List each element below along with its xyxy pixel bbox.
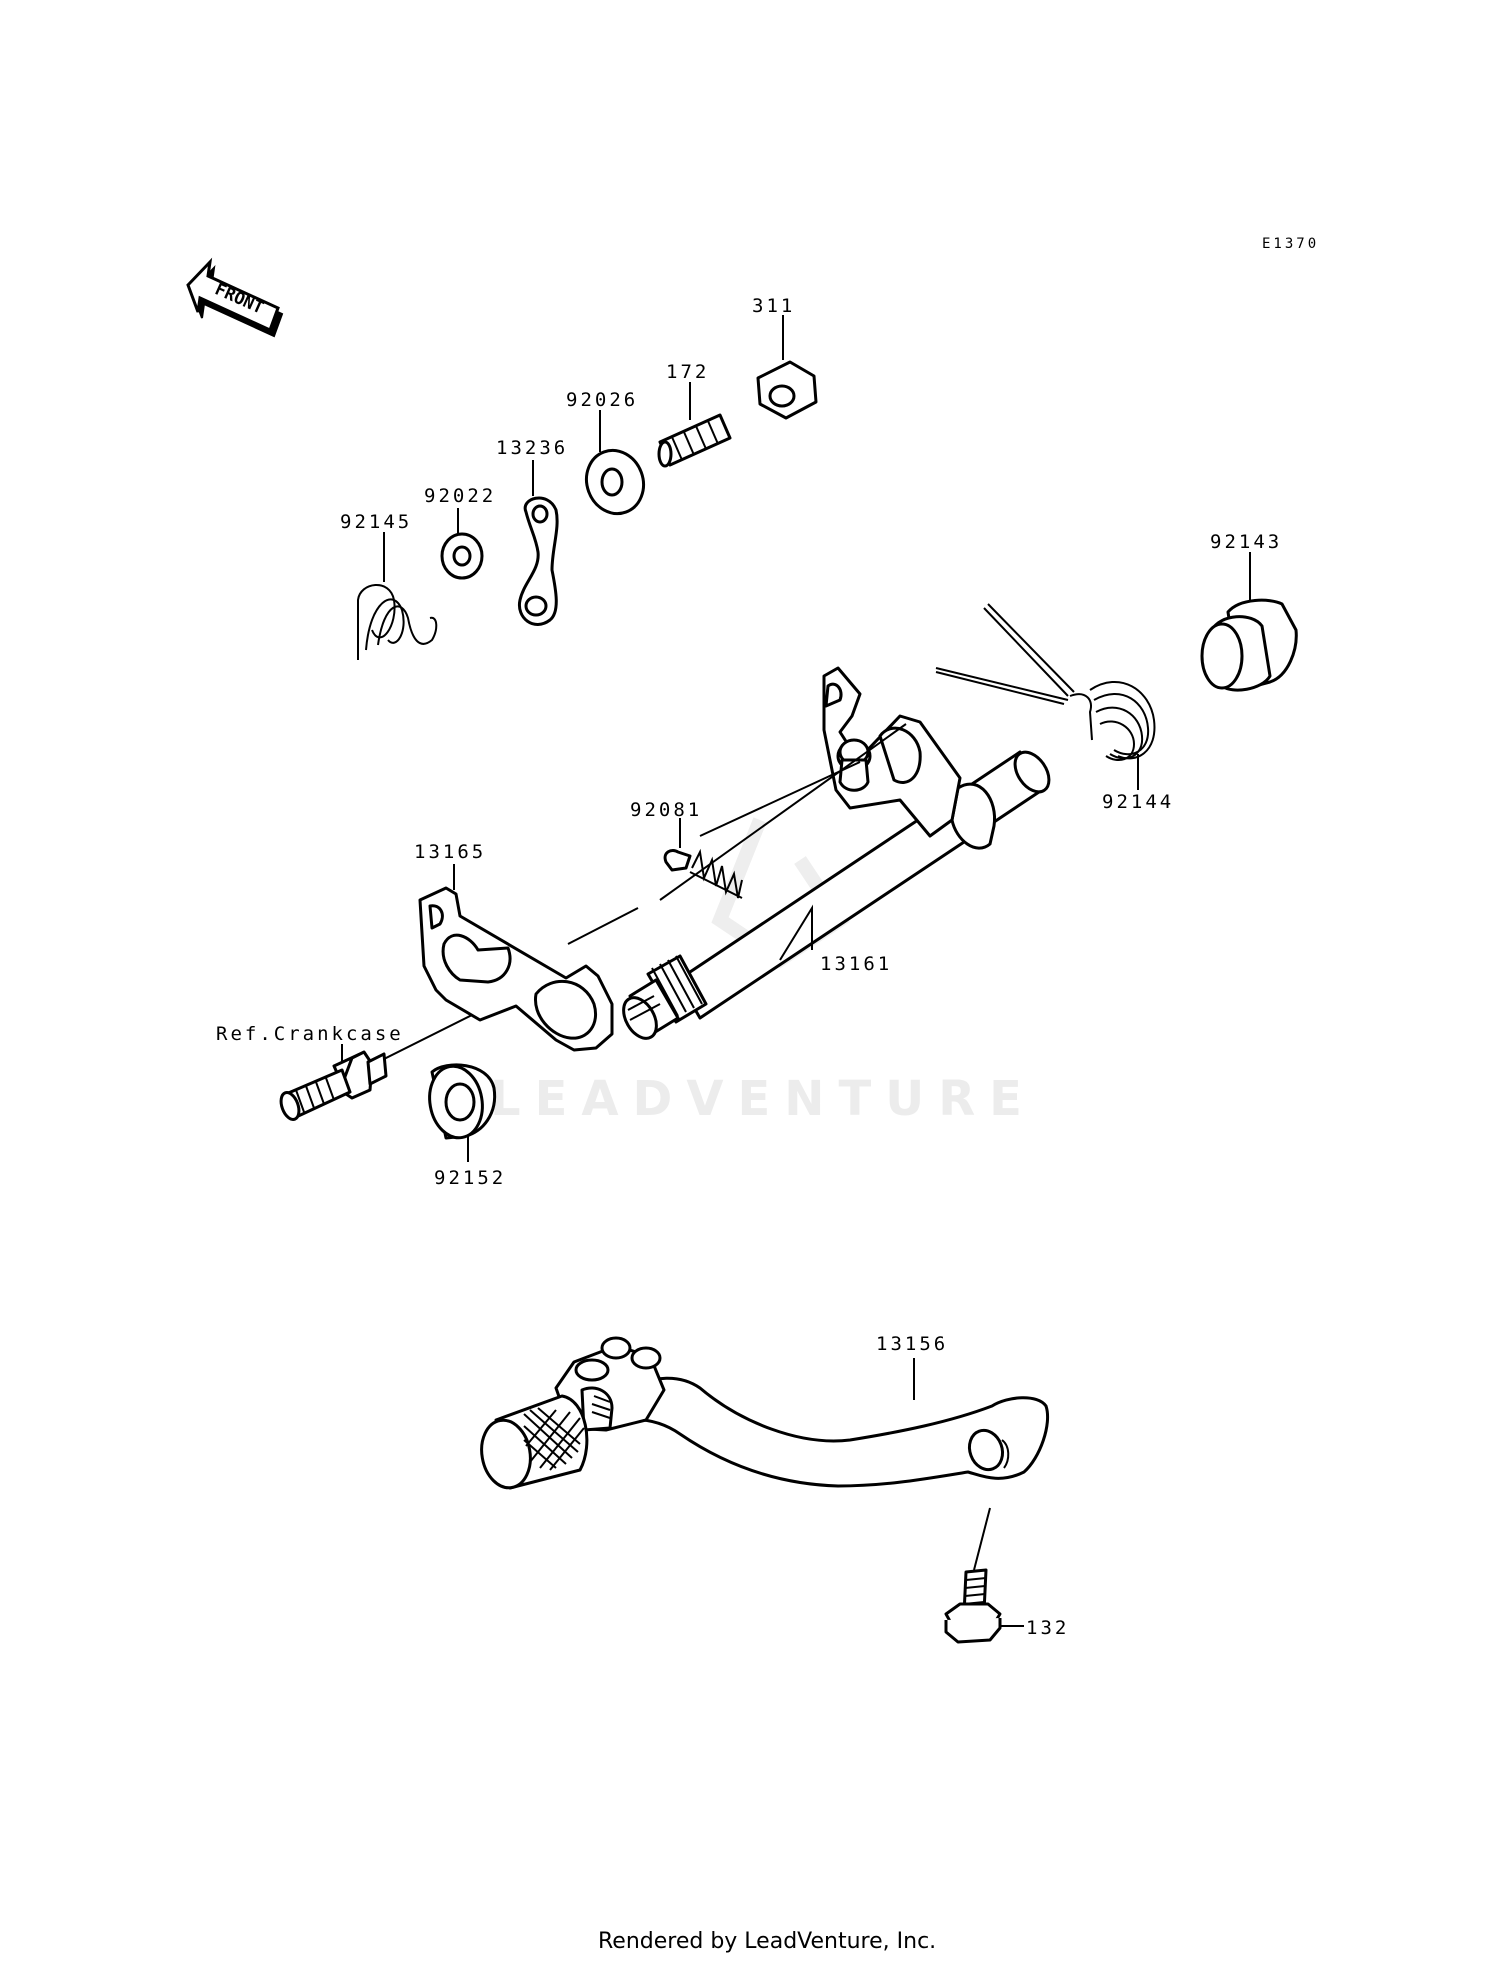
drawing-code: E1370: [1262, 236, 1319, 252]
label-92152: 92152: [434, 1167, 506, 1189]
label-13165: 13165: [414, 841, 486, 863]
part-92152-seal[interactable]: 92152: [424, 1062, 506, 1189]
part-132-bolt[interactable]: 132: [944, 1568, 1069, 1644]
label-92143: 92143: [1210, 531, 1282, 553]
label-92145: 92145: [340, 511, 412, 533]
label-132: 132: [1026, 1617, 1069, 1639]
knurl-texture: [523, 1407, 585, 1471]
part-92144-spring[interactable]: 92144: [935, 603, 1174, 813]
label-92026: 92026: [566, 389, 638, 411]
part-13165-plate[interactable]: 13165: [414, 841, 614, 1052]
part-92145-spring[interactable]: 92145: [340, 511, 438, 660]
part-311-nut[interactable]: 311: [752, 295, 818, 420]
part-172-stud[interactable]: 172: [657, 361, 732, 468]
label-13161: 13161: [820, 953, 892, 975]
label-ref-crankcase: Ref.Crankcase: [216, 1023, 404, 1045]
label-92144: 92144: [1102, 791, 1174, 813]
watermark-text: LEADVENTURE: [490, 1071, 1036, 1127]
label-13236: 13236: [496, 437, 568, 459]
part-92143-bushing[interactable]: 92143: [1200, 531, 1298, 692]
part-13156-shift-pedal[interactable]: 13156: [476, 1333, 1049, 1571]
label-92022: 92022: [424, 485, 496, 507]
label-13156: 13156: [876, 1333, 948, 1355]
label-172: 172: [666, 361, 709, 383]
part-crankcase-stud[interactable]: Ref.Crankcase: [216, 1023, 404, 1122]
part-13236-arm[interactable]: 13236: [496, 437, 568, 626]
footer-credit: Rendered by LeadVenture, Inc.: [598, 1929, 936, 1954]
part-92026-washer[interactable]: 92026: [566, 389, 652, 522]
front-arrow-icon: FRONT: [186, 257, 284, 338]
part-13161-shift-shaft[interactable]: 13161: [617, 666, 1056, 1044]
label-92081: 92081: [630, 799, 702, 821]
part-92022-washer[interactable]: 92022: [424, 485, 496, 580]
label-311: 311: [752, 295, 795, 317]
